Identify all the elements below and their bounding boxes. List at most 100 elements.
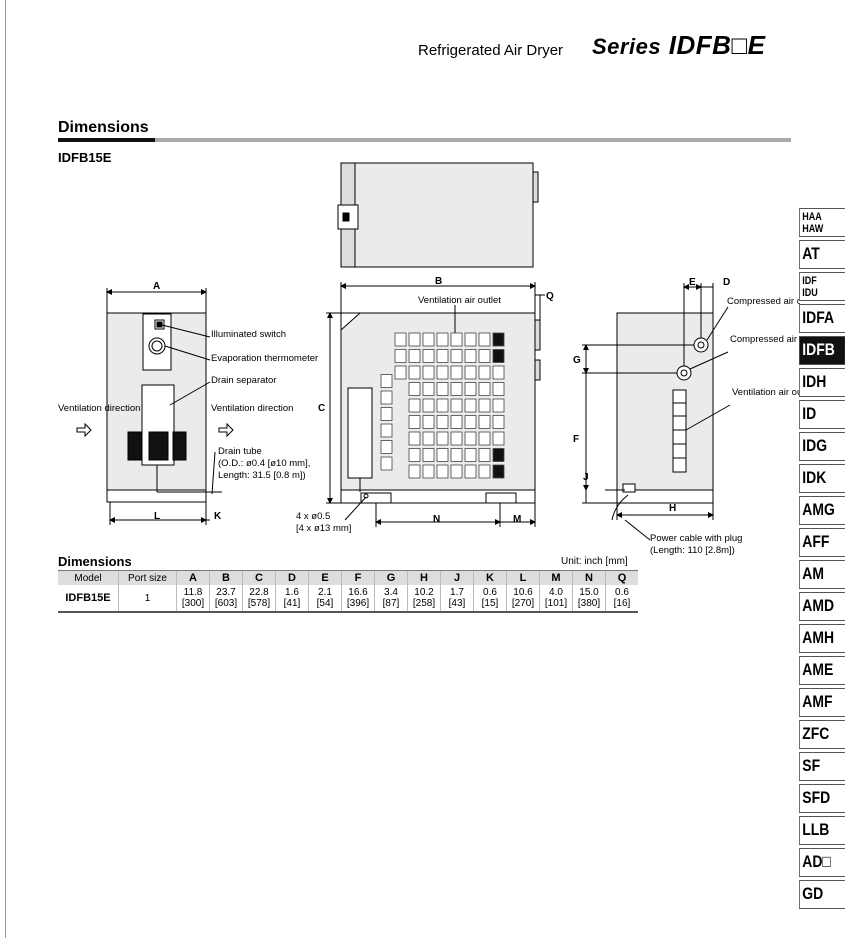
nav-item-am[interactable]: AM <box>799 560 845 589</box>
vent-slot <box>422 464 435 479</box>
nav-item-gd[interactable]: GD <box>799 880 845 909</box>
vent-slot <box>408 365 421 380</box>
nav-item-idk[interactable]: IDK <box>799 464 845 493</box>
vent-slot <box>422 415 435 429</box>
vent-slot <box>436 398 449 413</box>
vent-slot <box>464 431 477 446</box>
vent-slot <box>492 349 505 363</box>
page-edge-line <box>5 0 6 938</box>
col-header-q: Q <box>605 570 638 585</box>
vent-slot <box>450 415 463 429</box>
nav-item-id[interactable]: ID <box>799 400 845 429</box>
cell-dim-c: 22.8[578] <box>242 585 276 613</box>
vent-slot <box>478 415 491 429</box>
nav-item-idh[interactable]: IDH <box>799 368 845 397</box>
vent-slot <box>478 464 491 479</box>
vent-slot <box>450 332 463 347</box>
callout-power-cable: Power cable with plug <box>650 533 742 544</box>
col-header-k: K <box>473 570 507 585</box>
callout-ventilation-left: Ventilation direction <box>58 403 140 414</box>
cell-model: IDFB15E <box>58 585 119 613</box>
vent-slot <box>408 382 421 396</box>
vent-slot <box>450 365 463 380</box>
section-title: Dimensions <box>58 119 149 136</box>
cell-inch: 23.7 <box>216 587 236 598</box>
nav-item-idfb[interactable]: IDFB <box>799 336 845 365</box>
cell-dim-j: 1.7[43] <box>440 585 474 613</box>
cell-mm: [101] <box>544 598 568 609</box>
cell-dim-l: 10.6[270] <box>506 585 540 613</box>
cell-mm: [87] <box>382 598 400 609</box>
nav-item-amg[interactable]: AMG <box>799 496 845 525</box>
col-header-b: B <box>209 570 243 585</box>
dim-label-q: Q <box>546 291 554 302</box>
dim-label-n: N <box>433 514 440 525</box>
nav-item-at[interactable]: AT <box>799 240 845 269</box>
vent-slot <box>450 398 463 413</box>
cell-inch: 3.4 <box>384 587 398 598</box>
col-header-n: N <box>572 570 606 585</box>
vent-slot <box>408 448 421 462</box>
dim-label-c: C <box>318 403 325 414</box>
series-title: Series IDFB□E <box>592 30 766 61</box>
cell-dim-f: 16.6[396] <box>341 585 375 613</box>
ventilation-right-text: Ventilation direction <box>211 403 293 414</box>
vent-grill <box>380 332 505 479</box>
nav-item-sf[interactable]: SF <box>799 752 845 781</box>
cell-port-size: 1 <box>118 585 177 613</box>
vent-slot <box>436 349 449 363</box>
vent-slot <box>422 448 435 462</box>
nav-item-aff[interactable]: AFF <box>799 528 845 557</box>
col-header-l: L <box>506 570 540 585</box>
callout-ventilation-outlet-side: Ventilation air outlet <box>418 295 501 306</box>
dim-label-e: E <box>689 277 696 288</box>
cell-inch: 1.6 <box>285 587 299 598</box>
nav-item-zfc[interactable]: ZFC <box>799 720 845 749</box>
vent-slot <box>436 332 449 347</box>
vent-slot <box>450 464 463 479</box>
vent-slot <box>492 382 505 396</box>
cell-dim-e: 2.1[54] <box>308 585 342 613</box>
cell-mm: [300] <box>181 598 205 609</box>
series-prefix: Series <box>592 34 662 59</box>
vent-slot <box>408 332 421 347</box>
cell-dim-q: 0.6[16] <box>605 585 638 613</box>
nav-item-amd[interactable]: AMD <box>799 592 845 621</box>
vent-slot <box>394 332 407 347</box>
cell-mm: [603] <box>214 598 238 609</box>
dimension-drawing: A B C D E F G H J K L M N Q Illuminated … <box>58 162 800 556</box>
nav-item-ad-[interactable]: AD□ <box>799 848 845 877</box>
nav-item-llb[interactable]: LLB <box>799 816 845 845</box>
nav-item-sfd[interactable]: SFD <box>799 784 845 813</box>
nav-item-idfa[interactable]: IDFA <box>799 304 845 333</box>
col-header-f: F <box>341 570 375 585</box>
callout-drain-tube: Drain tube <box>218 446 262 457</box>
cell-inch: 15.0 <box>579 587 599 598</box>
col-header-c: C <box>242 570 276 585</box>
nav-item-ame[interactable]: AME <box>799 656 845 685</box>
vent-slot <box>408 464 421 479</box>
dim-label-h: H <box>669 503 676 514</box>
vent-slot <box>492 415 505 429</box>
cell-inch: 10.6 <box>513 587 533 598</box>
col-header-model: Model <box>58 570 119 585</box>
nav-item-amh[interactable]: AMH <box>799 624 845 653</box>
vent-slot <box>450 382 463 396</box>
vent-slot <box>464 349 477 363</box>
section-rule-accent <box>58 138 155 142</box>
nav-item-line: HAA <box>802 211 822 223</box>
vent-slot <box>450 448 463 462</box>
nav-item-amf[interactable]: AMF <box>799 688 845 717</box>
cell-dim-m: 4.0[101] <box>539 585 573 613</box>
vent-slot <box>492 448 505 462</box>
nav-item-idg[interactable]: IDG <box>799 432 845 461</box>
vent-slot <box>394 365 407 380</box>
cell-mm: [258] <box>412 598 436 609</box>
col-header-h: H <box>407 570 441 585</box>
dim-label-m: M <box>513 514 521 525</box>
cell-inch: 22.8 <box>249 587 269 598</box>
vent-slot <box>436 448 449 462</box>
